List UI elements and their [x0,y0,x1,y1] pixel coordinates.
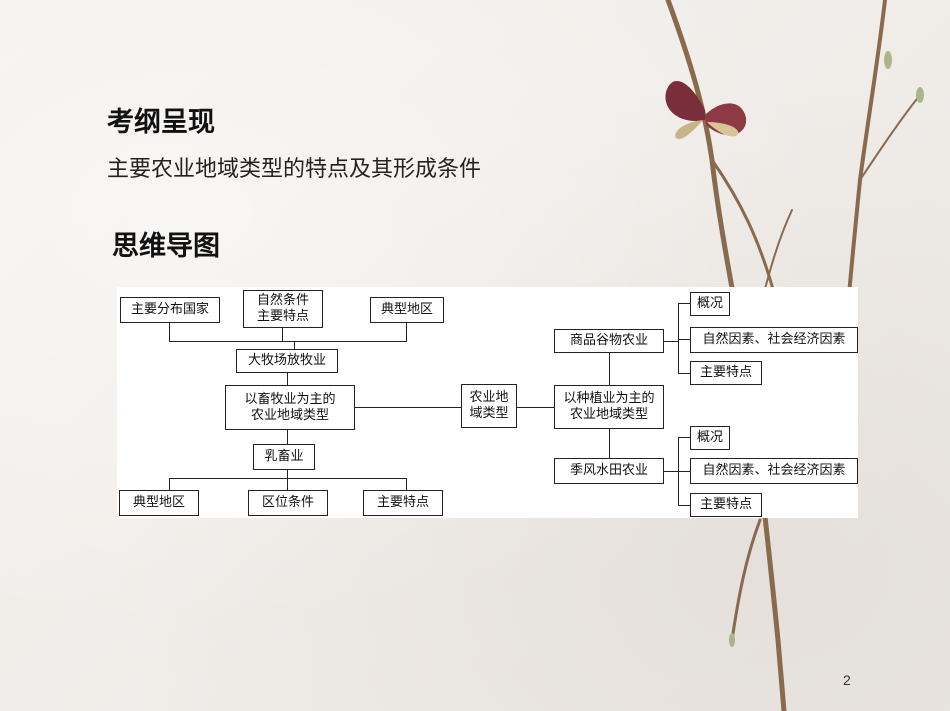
box-crop-type: 以种植业为主的 农业地域类型 [554,385,664,429]
connector [355,407,461,408]
box-main-features-3: 主要特点 [690,493,762,517]
connector [287,478,288,490]
mind-map-panel: 主要分布国家 自然条件 主要特点 典型地区 大牧场放牧业 以畜牧业为主的 农业地… [117,287,858,518]
box-commercial-grain: 商品谷物农业 [554,329,664,353]
connector [678,373,690,374]
heading-mind-map: 思维导图 [112,231,220,262]
connector [294,341,295,349]
connector [287,373,288,385]
connector [517,407,554,408]
connector [664,471,678,472]
box-overview-2: 概况 [690,426,730,450]
heading-exam-outline: 考纲呈现 [107,107,215,138]
connector [678,505,690,506]
connector [609,429,610,458]
butterfly-icon [665,80,747,140]
connector [678,437,690,438]
box-ranching: 大牧场放牧业 [236,349,338,373]
box-location-conditions: 区位条件 [248,490,328,516]
box-factors-1: 自然因素、社会经济因素 [690,327,858,353]
box-factors-2: 自然因素、社会经济因素 [690,458,858,484]
connector [169,478,170,490]
connector [678,471,690,472]
box-natural-conditions: 自然条件 主要特点 [243,290,323,328]
box-dairy: 乳畜业 [253,444,315,470]
box-main-countries: 主要分布国家 [120,297,220,323]
connector [169,323,170,341]
connector [678,303,679,373]
box-overview-1: 概况 [690,292,730,316]
connector [282,328,283,341]
connector [406,478,407,490]
connector [406,323,407,341]
box-paddy-rice: 季风水田农业 [554,458,664,484]
connector [678,303,690,304]
connector [169,341,407,342]
box-livestock-type: 以畜牧业为主的 农业地域类型 [225,385,355,430]
connector [287,470,288,478]
connector [678,339,690,340]
connector [287,430,288,444]
subtitle-topic: 主要农业地域类型的特点及其形成条件 [107,157,482,182]
page-number: 2 [843,672,851,688]
connector [664,341,678,342]
box-main-features-2: 主要特点 [690,361,762,385]
connector [609,353,610,385]
box-main-features-1: 主要特点 [363,490,443,516]
connector [169,478,407,479]
box-typical-region-1: 典型地区 [370,297,444,323]
box-typical-region-2: 典型地区 [119,490,199,516]
box-agriculture-types: 农业地 域类型 [461,384,517,428]
